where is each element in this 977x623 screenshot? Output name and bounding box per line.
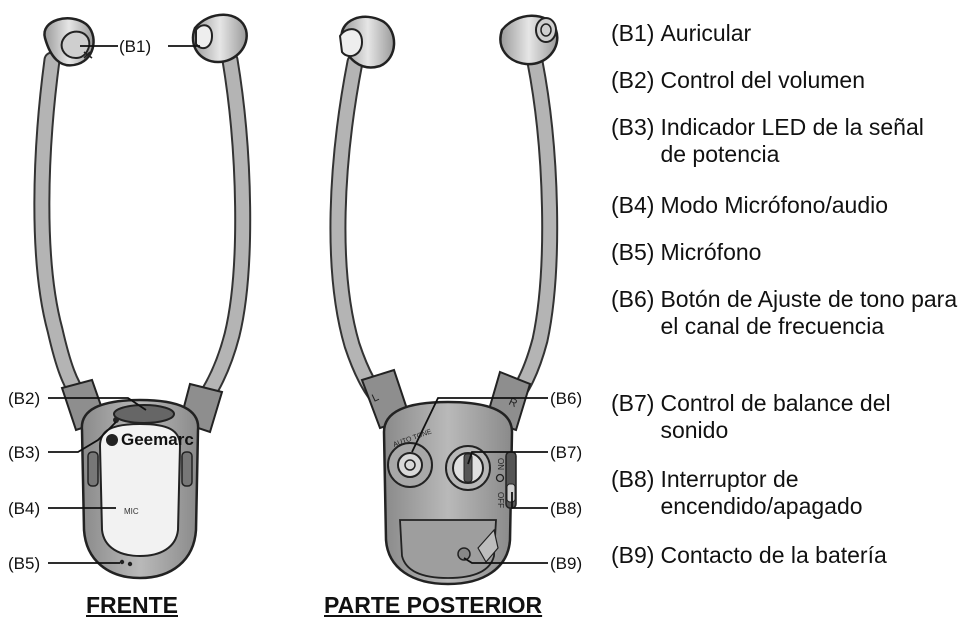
legend-item-b1: (B1)Auricular xyxy=(611,20,751,47)
callout-line-b9 xyxy=(463,557,548,564)
left-marker-label: L xyxy=(370,391,381,404)
legend-code: (B4) xyxy=(611,192,655,218)
tone-button xyxy=(397,452,423,478)
legend-code: (B9) xyxy=(611,542,655,568)
callout-b1: (B1) xyxy=(119,37,151,56)
legend-code: (B6) xyxy=(611,286,655,312)
back-view: L R AUTO TONE ON OFF xyxy=(329,14,559,586)
back-right-earpiece xyxy=(499,14,559,66)
front-left-arm-fill xyxy=(35,53,89,407)
front-left-grip xyxy=(87,451,99,487)
legend-code: (B1) xyxy=(611,20,655,46)
legend-code: (B3) xyxy=(611,114,655,140)
legend-code: (B7) xyxy=(611,390,655,416)
front-caption: FRENTE xyxy=(86,592,178,618)
legend-item-b2: (B2)Control del volumen xyxy=(611,67,865,94)
balance-dial-slot xyxy=(463,453,473,483)
callout-b6: (B6) xyxy=(550,389,582,408)
front-mic-hole-1 xyxy=(119,559,125,565)
legend-item-b5: (B5)Micrófono xyxy=(611,239,761,266)
on-label: ON xyxy=(496,458,505,470)
callout-line-b6 xyxy=(411,397,548,453)
front-face-plate xyxy=(98,422,182,558)
legend-text: Contacto de la batería xyxy=(660,542,887,568)
front-right-earpiece xyxy=(191,13,248,64)
legend-code: (B8) xyxy=(611,466,655,492)
callout-b3: (B3) xyxy=(8,443,40,462)
front-led xyxy=(113,417,119,423)
front-left-earpiece xyxy=(43,17,95,67)
legend-text: Control del volumen xyxy=(660,67,866,93)
callout-line-b3 xyxy=(48,421,117,453)
tone-button-center xyxy=(404,459,416,471)
back-left-earpiece xyxy=(338,15,396,69)
front-volume-wheel xyxy=(113,404,175,424)
legend-text: Modo Micrófono/audio xyxy=(660,192,889,218)
legend-item-b6: (B6)Botón de Ajuste de tono para el cana… xyxy=(611,286,973,340)
callout-b4: (B4) xyxy=(8,499,40,518)
front-view: Geemarc MIC xyxy=(33,13,252,580)
legend-text: Botón de Ajuste de tono para el canal de… xyxy=(660,286,958,339)
legend-item-b9: (B9)Contacto de la batería xyxy=(611,542,887,569)
brand-label: Geemarc xyxy=(121,430,194,449)
off-label: OFF xyxy=(496,492,505,508)
legend-item-b7: (B7)Control de balance del sonido xyxy=(611,390,961,444)
legend-item-b8: (B8)Interruptor de encendido/apagado xyxy=(611,466,951,520)
callout-line-b7 xyxy=(467,451,548,465)
callout-b8: (B8) xyxy=(550,499,582,518)
back-caption: PARTE POSTERIOR xyxy=(324,592,543,618)
legend-code: (B2) xyxy=(611,67,655,93)
callouts xyxy=(48,45,548,564)
power-switch-knob xyxy=(506,483,516,503)
battery-contact xyxy=(457,547,471,561)
callout-line-b2 xyxy=(48,397,147,411)
legend-text: Auricular xyxy=(660,20,752,46)
mic-label: MIC xyxy=(124,507,139,516)
front-mic-hole-2 xyxy=(127,561,133,567)
front-right-grip xyxy=(181,451,193,487)
legend-text: Indicador LED de la señal de potencia xyxy=(660,114,924,167)
front-right-arm-fill xyxy=(197,53,250,407)
brand-logo-icon xyxy=(106,434,118,446)
legend-item-b3: (B3)Indicador LED de la señal de potenci… xyxy=(611,114,941,168)
legend-item-b4: (B4)Modo Micrófono/audio xyxy=(611,192,888,219)
legend-text: Micrófono xyxy=(660,239,762,265)
legend-text: Interruptor de encendido/apagado xyxy=(660,466,863,519)
callout-b9: (B9) xyxy=(550,554,582,573)
legend-text: Control de balance del sonido xyxy=(660,390,891,443)
legend-code: (B5) xyxy=(611,239,655,265)
callout-b2: (B2) xyxy=(8,389,40,408)
power-icon xyxy=(495,473,505,483)
callout-b5: (B5) xyxy=(8,554,40,573)
battery-door-notch xyxy=(477,528,499,564)
callout-line-b8 xyxy=(511,492,548,509)
callout-b7: (B7) xyxy=(550,443,582,462)
